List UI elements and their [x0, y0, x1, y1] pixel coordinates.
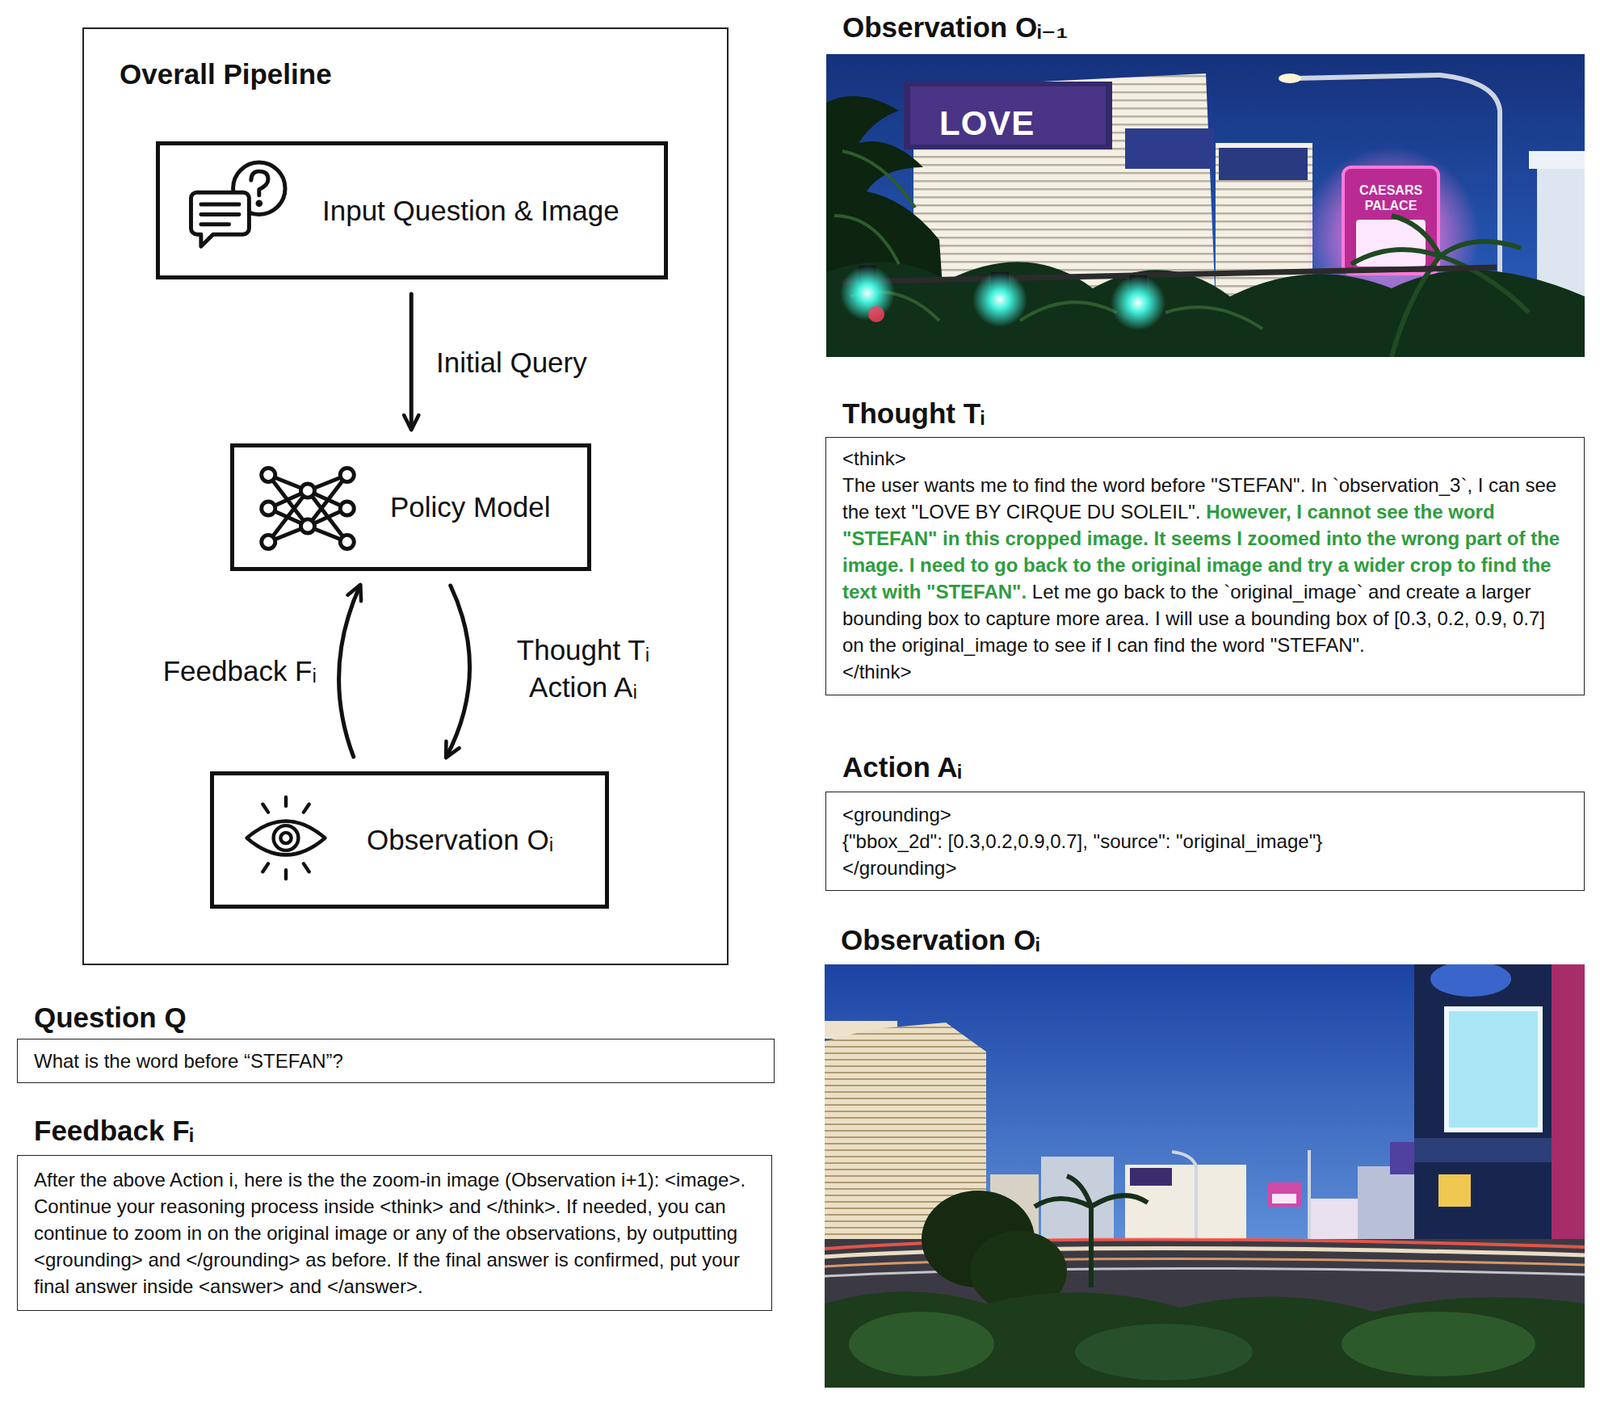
- illustration-part: [1129, 1167, 1172, 1186]
- illustration-part: [1357, 1166, 1423, 1239]
- illustration-part: [1110, 275, 1166, 331]
- policy-box: Policy Model: [230, 443, 592, 572]
- illustration-part: [839, 265, 895, 321]
- illustration-part: [1414, 1138, 1552, 1163]
- action-panel: Action Aᵢ <grounding>{"bbox_2d": [0.3,0.2…: [825, 751, 1585, 891]
- panel-box: <grounding>{"bbox_2d": [0.3,0.2,0.9,0.7]…: [825, 791, 1585, 891]
- illustration-part: [261, 468, 276, 483]
- illustration-part: [868, 306, 885, 323]
- illustration-part: [190, 162, 286, 247]
- box-label: Observation Oᵢ: [366, 823, 554, 857]
- illustration-part: [251, 171, 269, 196]
- observation-box: Observation Oᵢ: [209, 771, 609, 909]
- illustration-part: [1414, 964, 1585, 1276]
- edge-label: Thought Tᵢ Action Aᵢ: [494, 631, 672, 706]
- panel-heading: Action Aᵢ: [825, 751, 1585, 784]
- observation-heading: Observation Oᵢ₋₁: [842, 11, 1068, 44]
- street-photo: [824, 964, 1585, 1388]
- edge-label: Feedback Fᵢ: [163, 652, 317, 690]
- chat-icon: [188, 158, 290, 259]
- illustration-part: [261, 468, 355, 550]
- illustration-part: [848, 1311, 995, 1377]
- eye-icon: [241, 792, 331, 884]
- frame-title: Overall Pipeline: [119, 58, 332, 91]
- sign-text: CAESARS PALACE: [1352, 182, 1430, 214]
- illustration-part: [826, 261, 1585, 357]
- illustration-part: [1446, 1008, 1541, 1130]
- illustration-part: [1125, 128, 1214, 169]
- text-line: {"bbox_2d": [0.3,0.2,0.9,0.7], "source":…: [842, 827, 1570, 855]
- observation-heading: Observation Oᵢ: [840, 923, 1040, 957]
- text-line: </think>: [842, 658, 1570, 685]
- illustration-part: [273, 825, 299, 851]
- illustration-part: [247, 797, 326, 879]
- illustration-part: [257, 201, 261, 206]
- illustration-part: [340, 468, 354, 483]
- illustration-part: [834, 151, 1263, 329]
- illustration-part: [972, 272, 1028, 328]
- illustration-part: [1034, 1175, 1148, 1288]
- text-line: What is the word before “STEFAN”?: [33, 1047, 760, 1075]
- box-label: Input Question & Image: [322, 194, 620, 227]
- illustration-part: [1267, 1182, 1302, 1207]
- illustration-part: [1438, 1174, 1471, 1207]
- text-line: After the above Action i, here is the th…: [33, 1166, 757, 1193]
- panel-heading: Question Q: [16, 1001, 775, 1034]
- edge-label: Initial Query: [436, 344, 588, 382]
- panel-box: What is the word before “STEFAN”?: [16, 1038, 775, 1084]
- illustration-part: [247, 821, 326, 856]
- illustration-part: [842, 267, 1497, 282]
- illustration-part: [261, 501, 276, 516]
- illustration-part: [826, 54, 1585, 357]
- text-line: <grounding>: [842, 801, 1570, 828]
- text-line: Continue your reasoning process inside <…: [33, 1192, 757, 1300]
- illustration-part: [268, 474, 348, 542]
- illustration-part: [280, 832, 291, 844]
- street-photo: [826, 54, 1585, 357]
- illustration-part: [300, 483, 315, 498]
- box-label: Policy Model: [390, 491, 551, 524]
- illustration-part: [261, 534, 276, 549]
- question-panel: Question Q What is the word before “STEFA…: [16, 1001, 775, 1084]
- illustration-part: [824, 1291, 1585, 1388]
- illustration-part: [1278, 73, 1302, 84]
- illustration-part: [1351, 215, 1529, 357]
- illustration-part: [1528, 151, 1585, 169]
- illustration-part: [190, 192, 249, 247]
- illustration-part: [1341, 1311, 1536, 1377]
- illustration-part: [340, 501, 354, 516]
- illustration-part: [910, 86, 1106, 145]
- panel-box: <think>The user wants me to find the wor…: [825, 436, 1585, 696]
- illustration-part: [340, 534, 354, 549]
- panel-box: After the above Action i, here is the th…: [16, 1154, 773, 1311]
- pipeline-frame: Overall PipelineInput Question & ImagePo…: [82, 27, 729, 966]
- panel-heading: Thought Tᵢ: [825, 397, 1585, 430]
- billboard-text: LOVE: [939, 104, 1035, 143]
- illustration-part: [262, 797, 309, 879]
- flow-arrow: [339, 585, 361, 757]
- thought-panel: Thought Tᵢ <think>The user wants me to fi…: [825, 397, 1585, 696]
- illustration-part: [1343, 167, 1439, 274]
- illustration-part: [300, 519, 315, 534]
- illustration-part: [1430, 964, 1512, 997]
- input-box: Input Question & Image: [155, 141, 668, 280]
- panel-heading: Feedback Fᵢ: [16, 1114, 773, 1147]
- illustration-part: [824, 964, 1585, 1388]
- illustration-part: [1551, 964, 1585, 1272]
- illustration-part: [903, 81, 1113, 150]
- text-line: <think>: [842, 445, 1570, 472]
- flow-arrow: [446, 585, 471, 757]
- illustration-part: [1309, 1198, 1358, 1239]
- network-icon: [258, 461, 357, 556]
- illustration-part: [201, 204, 240, 225]
- feedback-panel: Feedback Fᵢ After the above Action i, her…: [16, 1114, 773, 1311]
- text-paragraph: The user wants me to find the word befor…: [842, 471, 1570, 659]
- illustration-part: [1272, 1193, 1297, 1204]
- flow-arrow: [409, 293, 414, 429]
- illustration-part: [1075, 1323, 1253, 1381]
- illustration-part: [1218, 147, 1308, 181]
- text-line: </grounding>: [842, 854, 1570, 882]
